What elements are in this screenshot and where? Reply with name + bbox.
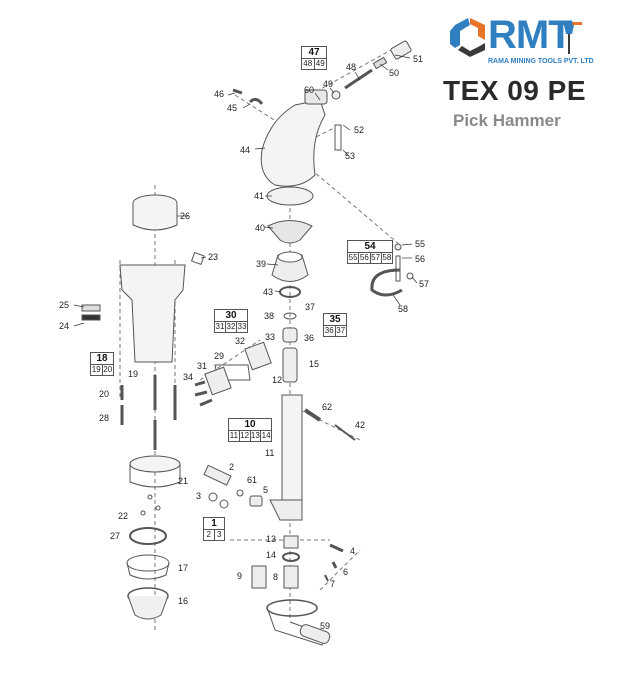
part-label: 33	[265, 332, 276, 342]
kit-number: 54	[348, 241, 392, 253]
company-name: RAMA MINING TOOLS PVT. LTD	[488, 58, 594, 65]
part-label: 48	[346, 62, 357, 72]
part-label: 41	[254, 191, 265, 201]
kit-part: 33	[237, 322, 247, 331]
part-label: 38	[264, 311, 275, 321]
part-label: 6	[343, 567, 349, 577]
kit-part: 55	[348, 253, 360, 263]
kit-number: 30	[215, 310, 247, 322]
part-label: 29	[214, 351, 225, 361]
part-label: 27	[110, 531, 121, 541]
kit-part: 13	[250, 431, 262, 441]
part-label: 56	[415, 254, 426, 264]
part-label: 11	[265, 448, 275, 458]
part-label: 20	[99, 389, 110, 399]
kit-part: 56	[359, 253, 371, 263]
part-label: 53	[345, 151, 356, 161]
part-label: 16	[178, 596, 189, 606]
kit-part: 58	[382, 253, 392, 262]
part-label: 39	[256, 259, 267, 269]
part-label: 9	[237, 571, 243, 581]
part-label: 4	[350, 546, 356, 556]
part-label: 55	[415, 239, 426, 249]
part-label: 15	[309, 359, 320, 369]
part-label: 58	[398, 304, 409, 314]
part-label: 42	[355, 420, 366, 430]
part-label: 7	[330, 579, 336, 589]
part-label: 31	[197, 361, 208, 371]
part-label: 32	[235, 336, 246, 346]
part-label: 13	[266, 534, 277, 544]
part-label: 43	[263, 287, 274, 297]
kit-part: 36	[324, 326, 336, 336]
part-label: 44	[240, 145, 251, 155]
part-label: 50	[389, 68, 400, 78]
kit-number: 10	[229, 419, 271, 431]
kit-number: 18	[91, 353, 113, 365]
part-label: 17	[178, 563, 189, 573]
part-label: 22	[118, 511, 129, 521]
part-label: 36	[304, 333, 315, 343]
part-label: 23	[208, 252, 219, 262]
part-label: 45	[227, 103, 238, 113]
kit-part: 19	[91, 365, 103, 375]
part-label: 8	[273, 572, 279, 582]
part-label: 37	[305, 302, 316, 312]
kit-number: 47	[302, 47, 326, 59]
part-label: 2	[229, 462, 235, 472]
kit-number: 1	[204, 518, 224, 530]
kit-part: 31	[215, 322, 226, 332]
part-label: 51	[413, 54, 424, 64]
part-label: 62	[322, 402, 333, 412]
part-label: 24	[59, 321, 70, 331]
kit-part: 57	[371, 253, 382, 263]
part-label: 14	[266, 550, 277, 560]
kit-part: 49	[315, 59, 325, 68]
kit-part: 3	[217, 530, 222, 539]
part-label: 57	[419, 279, 430, 289]
kit-part: 14	[261, 431, 271, 440]
part-label: 59	[320, 621, 331, 631]
part-label: 21	[178, 476, 189, 486]
part-label: 26	[180, 211, 191, 221]
part-label: 60	[304, 85, 315, 95]
kit-part: 20	[103, 365, 113, 374]
model-title: TEX 09 PE	[443, 75, 587, 106]
kit-part: 11	[229, 431, 240, 441]
part-label: 3	[196, 491, 202, 501]
part-label: 52	[354, 125, 365, 135]
brand-logo-letters: RMT	[488, 13, 573, 57]
kit-part: 12	[240, 431, 251, 441]
kit-part: 37	[336, 326, 346, 335]
kit-part: 32	[226, 322, 237, 332]
model-subtitle: Pick Hammer	[453, 111, 561, 130]
kit-part: 48	[302, 59, 315, 69]
part-label: 40	[255, 223, 266, 233]
part-label: 61	[247, 475, 258, 485]
part-label: 12	[272, 375, 283, 385]
part-label: 25	[59, 300, 70, 310]
kit-number: 35	[324, 314, 346, 326]
part-label: 28	[99, 413, 110, 423]
kit-part: 2	[204, 530, 215, 540]
part-label: 34	[183, 372, 194, 382]
part-label: 5	[263, 485, 269, 495]
part-label: 19	[128, 369, 139, 379]
part-label: 49	[323, 79, 334, 89]
part-label: 46	[214, 89, 225, 99]
